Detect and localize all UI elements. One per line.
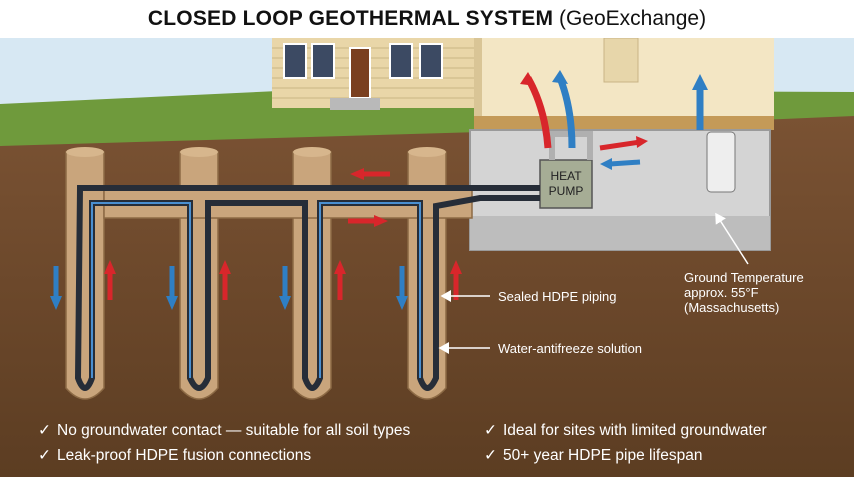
house-exterior (272, 38, 482, 110)
water-heater-icon (706, 131, 736, 193)
geothermal-diagram: HEAT PUMP (0, 38, 854, 477)
window-icon (419, 43, 443, 79)
feature-item: ✓No groundwater contact — suitable for a… (38, 422, 411, 439)
heat-pump-label-2: PUMP (549, 184, 584, 198)
down-arrow-blue (396, 266, 408, 310)
heat-pump-unit (539, 159, 593, 209)
down-arrow-blue (166, 266, 178, 310)
page-title: CLOSED LOOP GEOTHERMAL SYSTEM (GeoExchan… (0, 0, 854, 38)
window-icon (283, 43, 307, 79)
flow-arrows (50, 168, 462, 310)
up-arrow-red (450, 260, 462, 300)
window-icon (311, 43, 335, 79)
down-arrow-blue (279, 266, 291, 310)
feature-list: ✓No groundwater contact — suitable for a… (38, 417, 838, 473)
right-arrow-red (348, 215, 388, 227)
down-arrow-blue (50, 266, 62, 310)
checkmark-icon: ✓ (484, 422, 497, 439)
feature-item: ✓50+ year HDPE pipe lifespan (484, 447, 703, 464)
title-main: CLOSED LOOP GEOTHERMAL SYSTEM (147, 7, 554, 30)
borehole-caps (66, 147, 446, 157)
label-sealed-piping: Sealed HDPE piping (498, 289, 617, 304)
label-ground-temp-3: (Massachusetts) (684, 300, 779, 315)
up-arrow-red (219, 260, 231, 300)
door-icon (349, 47, 371, 99)
cool-air-arrow (556, 76, 576, 149)
floor-joist (474, 116, 774, 130)
label-ground-temp-1: Ground Temperature (684, 270, 804, 285)
label-antifreeze: Water-antifreeze solution (498, 341, 642, 356)
checkmark-icon: ✓ (38, 447, 51, 464)
front-steps (330, 98, 380, 110)
title-sub: (GeoExchange) (558, 7, 707, 30)
up-arrow-red (104, 260, 116, 300)
checkmark-icon: ✓ (484, 447, 497, 464)
label-ground-temp-2: approx. 55°F (684, 285, 759, 300)
fluid-line (91, 202, 421, 378)
window-icon (389, 43, 413, 79)
feature-item: ✓Ideal for sites with limited groundwate… (484, 422, 767, 439)
feature-item: ✓Leak-proof HDPE fusion connections (38, 447, 312, 464)
heat-pump-label-1: HEAT (550, 169, 582, 183)
left-arrow-red (350, 168, 390, 180)
house-cutaway: HEAT PUMP (469, 38, 774, 251)
callout-lines (438, 212, 749, 354)
hdpe-pipe-loop (74, 185, 540, 391)
checkmark-icon: ✓ (38, 422, 51, 439)
up-arrow-red (334, 260, 346, 300)
